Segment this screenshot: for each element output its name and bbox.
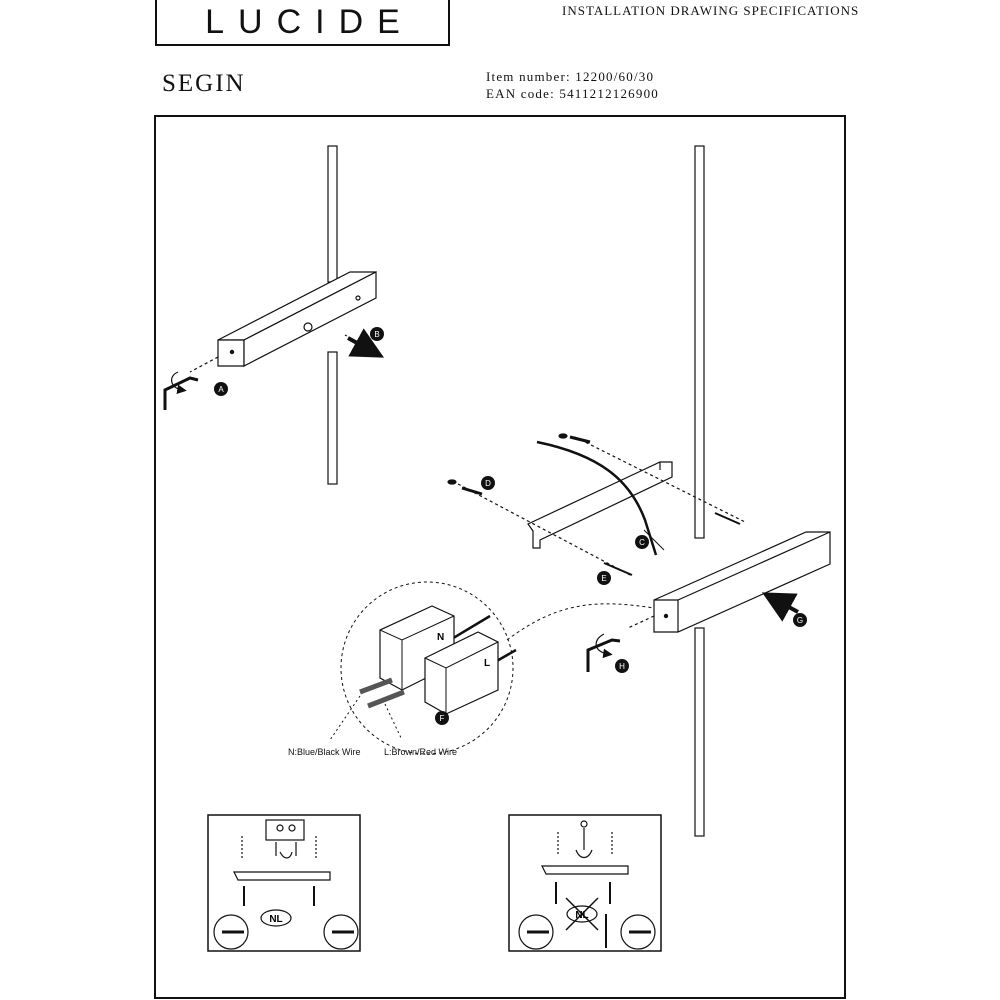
ean-code: EAN code: 5411212126900: [486, 86, 659, 101]
document-title: INSTALLATION DRAWING SPECIFICATIONS: [562, 3, 860, 18]
light-bar: [586, 531, 831, 672]
brand-logo: LUCIDE: [155, 0, 450, 46]
inset-left-badge: NL: [269, 914, 282, 925]
svg-text:B: B: [374, 330, 379, 339]
svg-text:G: G: [797, 616, 803, 625]
svg-text:F: F: [440, 714, 445, 723]
svg-text:E: E: [601, 574, 606, 583]
product-name: SEGIN: [162, 70, 246, 97]
step-marker-d: D: [481, 476, 495, 490]
step-marker-b: B: [370, 327, 384, 341]
svg-text:H: H: [619, 662, 625, 671]
svg-text:D: D: [485, 479, 491, 488]
inset-panel-right: [508, 814, 662, 952]
wall-bracket: [447, 433, 746, 576]
step-marker-f: F: [435, 711, 449, 725]
product-meta: Item number: 12200/60/30 EAN code: 54112…: [486, 68, 659, 102]
svg-text:C: C: [639, 538, 645, 547]
step-marker-c: C: [635, 535, 649, 549]
neutral-terminal-label: N: [437, 632, 444, 643]
item-number: Item number: 12200/60/30: [486, 69, 655, 84]
right-pole: [694, 145, 705, 837]
step-marker-h: H: [615, 659, 629, 673]
neutral-wire-label: N:Blue/Black Wire: [288, 747, 361, 757]
svg-text:A: A: [218, 385, 224, 394]
drawing-frame: [154, 115, 846, 999]
step-marker-e: E: [597, 571, 611, 585]
connector-detail: [329, 581, 655, 755]
step-marker-a: A: [214, 382, 228, 396]
inset-right-badge: NL: [575, 910, 588, 921]
brand-name: LUCIDE: [205, 2, 414, 41]
step-marker-g: G: [793, 613, 807, 627]
live-wire-label: L:Brown/Red Wire: [384, 747, 458, 757]
step1-pole-assembly: [163, 145, 385, 485]
inset-panel-left: [207, 814, 361, 952]
live-terminal-label: L: [484, 658, 490, 669]
